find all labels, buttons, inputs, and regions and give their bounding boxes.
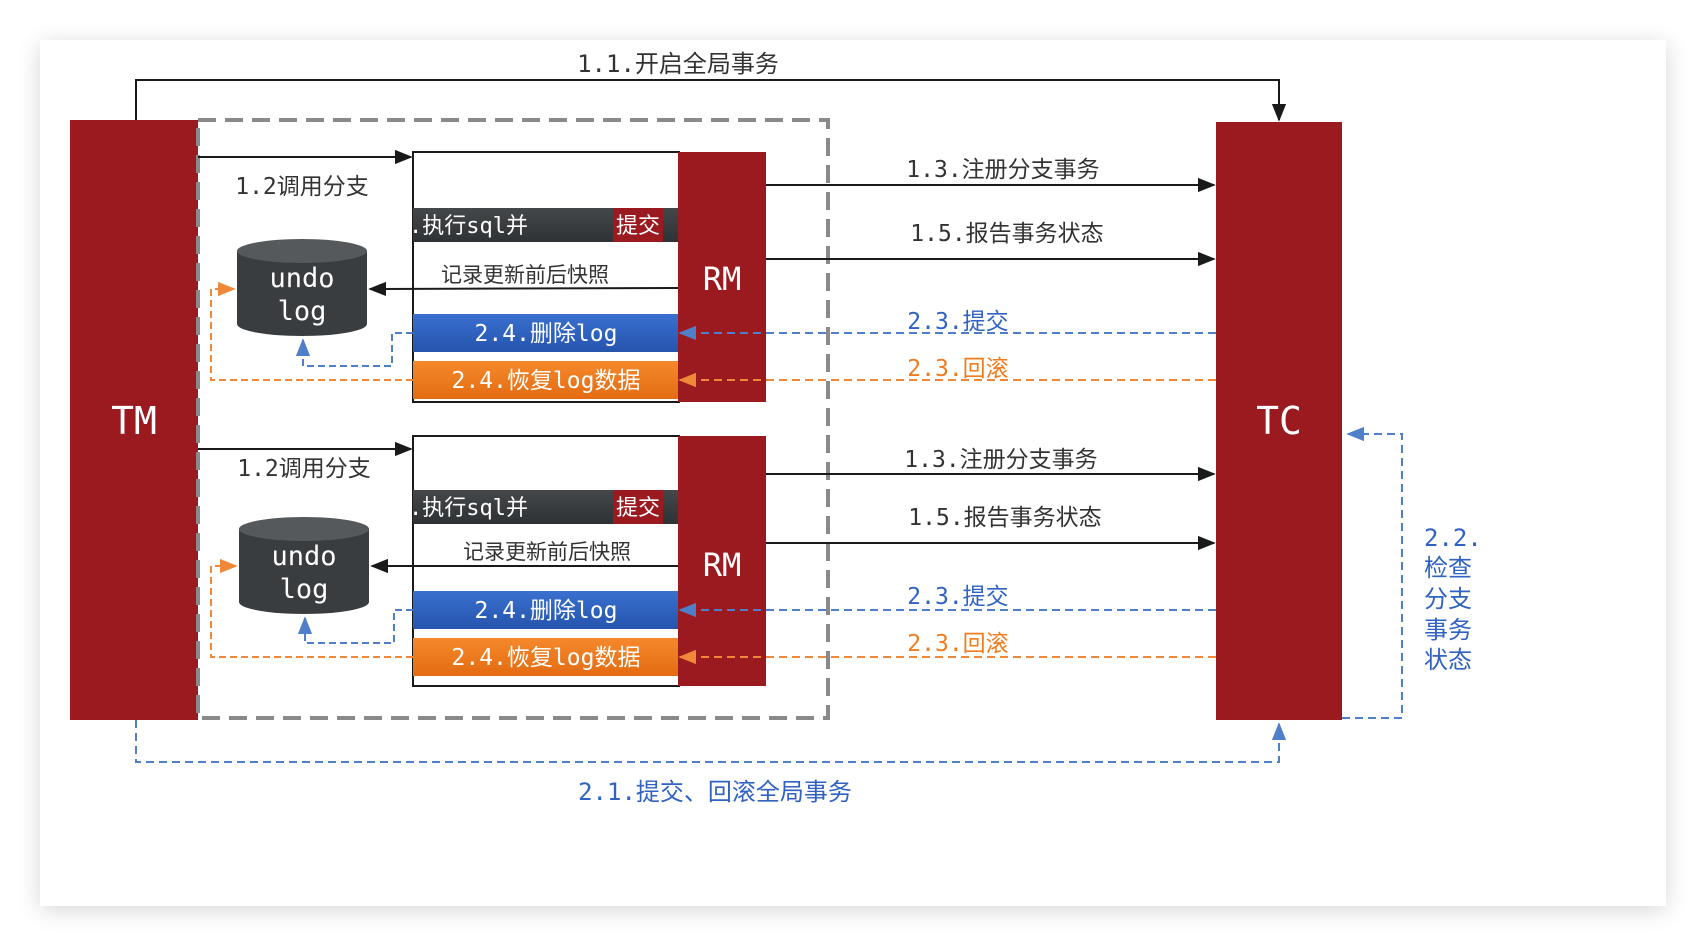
exec-sql-2-text: 1.4.执行sql并 [369,496,528,521]
check-branch-line-3: 分支 [1424,585,1472,613]
delete-log-1-bar [413,314,678,352]
exec-commit-1-text: 提交 [616,214,660,239]
undo-log-2-line1: undo [271,541,336,572]
branch-2: RM 1.2调用分支 1.4.执行sql并 提交 记录更新前后快照 2.4.删除… [198,435,1216,687]
rollback-1-label: 2.3.回滚 [907,356,1008,382]
tc-block [1216,122,1342,720]
undo-log-2-line2: log [280,574,329,605]
delete-log-1-text: 2.4.删除log [475,321,618,347]
begin-global-label: 1.1.开启全局事务 [577,50,779,78]
register-1-label: 1.3.注册分支事务 [906,157,1099,183]
exec-commit-2-highlight [613,490,663,524]
global-commit-rollback-arrow [135,720,1287,763]
restore-log-1-text: 2.4.恢复log数据 [452,368,641,394]
report-2-label: 1.5.报告事务状态 [908,505,1101,531]
exec-sql-1-text: 1.4.执行sql并 [369,214,528,239]
restore-log-1-bar [413,361,678,399]
rm-1-label: RM [703,260,742,298]
undo-log-1-line2: log [278,296,327,327]
branch-region-dashed [196,118,830,720]
call-branch-2-label: 1.2调用分支 [237,456,371,482]
snapshot-2-label: 记录更新前后快照 [463,540,631,564]
tm-label: TM [111,399,157,443]
exec-commit-1-highlight [613,208,663,242]
check-branch-line-4: 事务 [1424,616,1472,644]
delete-log-2-text: 2.4.删除log [475,598,618,624]
report-1-label: 1.5.报告事务状态 [910,221,1103,247]
tm-block [70,120,198,720]
rm-2-label: RM [703,546,742,584]
rollback-2-label: 2.3.回滚 [907,631,1008,657]
snapshot-1-arrow [368,281,679,297]
branch-1-box [412,151,680,403]
restore-log-2-bar [413,638,678,676]
undo-log-1-db: undo log [237,239,367,336]
seata-at-diagram: TM TC 1.1.开启全局事务 2.1.提交、回滚全局事务 2.2. 检查 分… [70,50,1482,806]
rm-1-block [678,152,766,402]
undo-log-1-line1: undo [269,263,334,294]
branch-1: RM 1.2调用分支 1.4.执行sql并 提交 记录更新前后快照 2.4.删除… [198,149,1216,403]
register-2-label: 1.3.注册分支事务 [904,447,1097,473]
restore-log-1-to-undo-arrow [210,281,413,381]
delete-log-2-bar [413,591,678,629]
tc-label: TC [1256,399,1302,443]
check-branch-line-5: 状态 [1424,646,1472,674]
delete-log-1-to-undo-arrow [295,332,413,367]
commit-1-label: 2.3.提交 [907,309,1008,335]
diagram-card: TM TC 1.1.开启全局事务 2.1.提交、回滚全局事务 2.2. 检查 分… [40,40,1666,906]
undo-log-2-db: undo log [239,517,369,614]
snapshot-1-label: 记录更新前后快照 [441,263,609,287]
global-commit-rollback-label: 2.1.提交、回滚全局事务 [578,778,852,806]
check-branch-arrow [1342,426,1403,719]
check-branch-line-1: 2.2. [1424,524,1482,552]
check-branch-line-2: 检查 [1424,554,1472,582]
begin-global-arrow [135,79,1287,122]
commit-2-label: 2.3.提交 [907,584,1008,610]
restore-log-2-to-undo-arrow [210,558,413,658]
exec-commit-2-text: 提交 [616,496,660,521]
rm-2-block [678,436,766,686]
call-branch-1-label: 1.2调用分支 [235,174,369,200]
delete-log-2-to-undo-arrow [297,609,413,644]
restore-log-2-text: 2.4.恢复log数据 [452,645,641,671]
